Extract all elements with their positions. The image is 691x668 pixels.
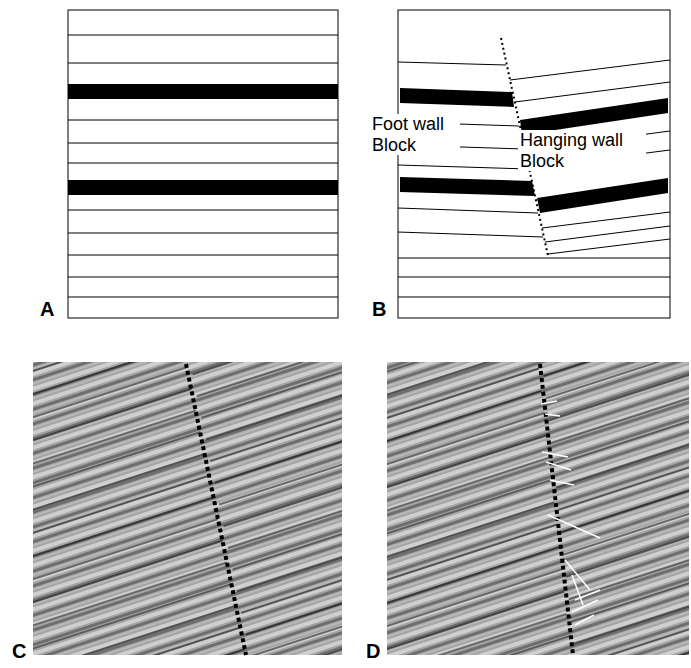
panel-a bbox=[68, 10, 338, 318]
panel-letter: A bbox=[40, 298, 54, 321]
panel-letter: B bbox=[372, 298, 386, 321]
panel-b bbox=[398, 10, 670, 318]
block-label: Hanging wall Block bbox=[518, 130, 646, 171]
panel-letter: C bbox=[12, 640, 26, 663]
panel-letter: D bbox=[366, 640, 380, 663]
panel-c bbox=[33, 362, 342, 655]
block-label: Foot wall Block bbox=[370, 114, 460, 155]
panel-d bbox=[387, 362, 689, 655]
